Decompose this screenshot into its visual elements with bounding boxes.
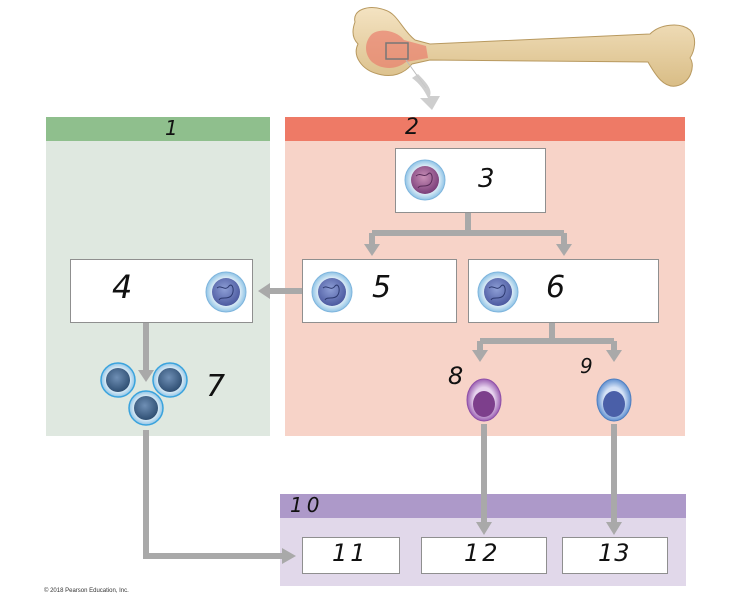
label-11: 11 — [332, 539, 369, 567]
label-9: 9 — [580, 354, 593, 378]
box-11 — [302, 537, 400, 574]
label-12: 12 — [464, 539, 501, 567]
label-1: 1 — [165, 116, 178, 140]
label-10: 10 — [290, 493, 324, 517]
copyright-text: © 2018 Pearson Education, Inc. — [44, 588, 129, 594]
label-2: 2 — [405, 115, 419, 140]
lymphoid-header-bar — [46, 117, 270, 141]
label-13: 13 — [598, 539, 631, 567]
label-7: 7 — [206, 369, 226, 404]
box-13 — [562, 537, 668, 574]
granulocyte-precursor-icon — [596, 378, 632, 422]
label-4: 4 — [112, 268, 133, 306]
lymphoid-stem-cell-icon — [311, 271, 353, 313]
box-12 — [421, 537, 547, 574]
arrows — [143, 213, 617, 559]
label-5: 5 — [372, 270, 392, 305]
femur-illustration — [352, 7, 696, 110]
label-3: 3 — [478, 164, 495, 194]
myeloid-stem-cell-icon — [477, 271, 519, 313]
lymphocytes-cluster-icon — [100, 362, 188, 426]
label-8: 8 — [448, 362, 464, 390]
lymphoid-progenitor-icon — [205, 271, 247, 313]
monocyte-precursor-icon — [466, 378, 502, 422]
label-6: 6 — [546, 270, 566, 305]
arrowheads — [138, 244, 622, 564]
bone-marrow-header-bar — [285, 117, 685, 141]
stem-cell-icon — [404, 159, 446, 201]
